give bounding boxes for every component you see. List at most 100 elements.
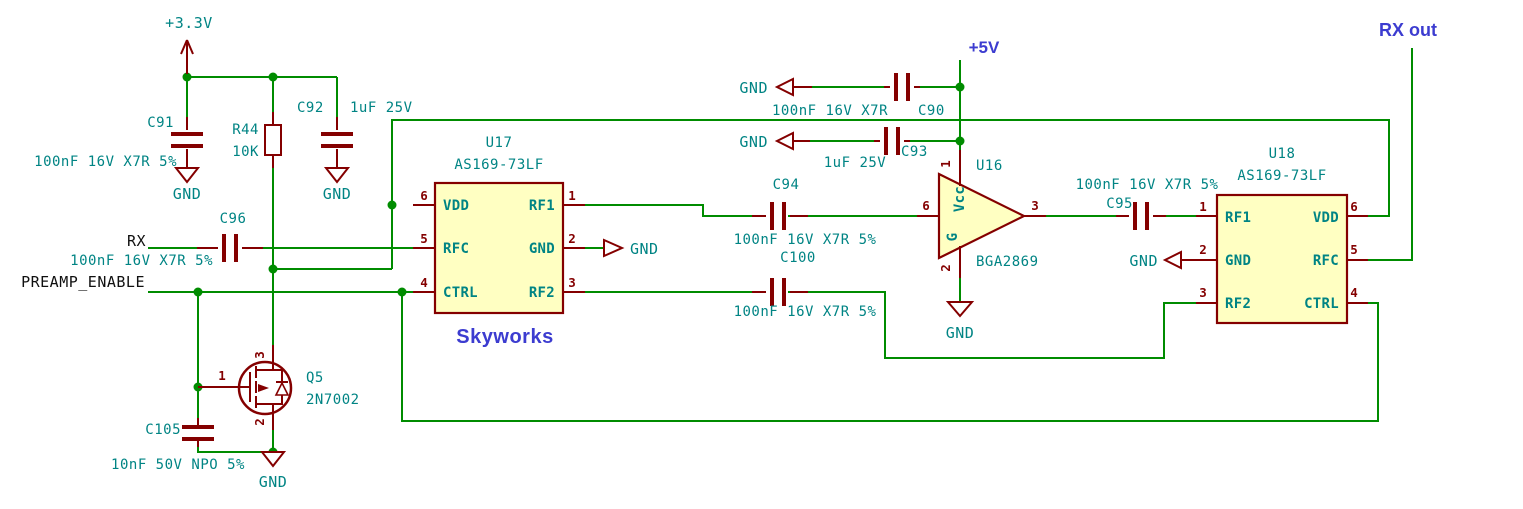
u17-gnd-flag-label: GND <box>630 240 659 258</box>
c93-value: 1uF 25V <box>824 155 887 171</box>
c105-ref: C105 <box>145 422 181 438</box>
power-arrow-3v3-icon <box>180 39 194 74</box>
u18-pin-name: GND <box>1225 253 1251 269</box>
wire-rfc-to-rxout[interactable] <box>1368 48 1413 261</box>
u17-manufacturer-note: Skyworks <box>456 326 553 348</box>
u18-pin-num: 2 <box>1199 242 1207 257</box>
c90-value: 100nF 16V X7R <box>772 103 888 119</box>
gnd-flag-u17-pin2[interactable]: GND <box>603 238 659 258</box>
junction-dot <box>268 264 278 274</box>
capacitor-c95[interactable]: 100nF 16V X7R 5% C95 <box>1076 177 1219 230</box>
u17-ref: U17 <box>486 135 513 151</box>
c92-plates <box>321 132 353 148</box>
u16-pin-gnd-name: G <box>945 233 961 242</box>
c96-ref: C96 <box>220 211 247 227</box>
r44-body <box>264 124 282 156</box>
gnd-flag-icon <box>1162 250 1182 270</box>
u18-pin-name: RF1 <box>1225 210 1251 226</box>
wire-rf1-run[interactable] <box>585 204 752 217</box>
junction-dot <box>955 82 965 92</box>
c95-plates <box>1133 202 1149 230</box>
power-label-5v[interactable]: +5V <box>969 38 1000 57</box>
u16-pin-vcc-num: 1 <box>938 160 953 168</box>
capacitor-c96[interactable]: C96 100nF 16V X7R 5% <box>70 211 263 269</box>
gnd-flag-icon <box>603 238 625 258</box>
c94-value: 100nF 16V X7R 5% <box>734 232 877 248</box>
gnd-symbol-icon <box>173 167 201 184</box>
c105-plates <box>182 425 214 441</box>
u18-pin-stubs <box>1196 215 1368 304</box>
ic-u17[interactable]: U17 AS169-73LF 6 5 4 1 2 3 VDD RFC CTRL … <box>413 135 585 348</box>
wire-vdd-top-run[interactable] <box>391 119 1390 269</box>
u17-pin-num: 4 <box>420 275 428 290</box>
c100-ref: C100 <box>780 250 816 266</box>
r44-value: 10K <box>232 144 259 160</box>
resistor-r44[interactable]: R44 10K <box>232 112 282 168</box>
c96-plates <box>222 234 238 262</box>
gnd-symbol-icon <box>945 301 975 318</box>
c94-ref: C94 <box>773 177 800 193</box>
capacitor-c91[interactable]: C91 100nF 16V X7R 5% GND <box>34 115 203 203</box>
q5-value: 2N7002 <box>306 392 360 408</box>
gnd-flag-u18-pin2[interactable]: GND <box>1129 250 1196 270</box>
wire-ctrl-loop[interactable] <box>401 292 1379 422</box>
power-port-3v3[interactable]: +3.3V <box>165 14 213 74</box>
c105-value: 10nF 50V NPO 5% <box>111 457 245 473</box>
u18-pin-name: CTRL <box>1304 296 1339 312</box>
c95-value: 100nF 16V X7R 5% <box>1076 177 1219 193</box>
wire-c100-to-u18-rf2[interactable] <box>788 291 1196 359</box>
capacitor-c100[interactable]: C100 100nF 16V X7R 5% <box>734 250 877 320</box>
c90-ref: C90 <box>918 103 945 119</box>
u17-pin-name: CTRL <box>443 285 478 301</box>
u18-gnd-flag-label: GND <box>1129 252 1158 270</box>
q5-body-diode-icon <box>274 381 290 396</box>
c93-ref: C93 <box>901 144 928 160</box>
wires[interactable] <box>148 48 1413 453</box>
power-label-3v3: +3.3V <box>165 14 213 32</box>
capacitor-c94[interactable]: C94 100nF 16V X7R 5% <box>734 177 877 248</box>
c95-ref: C95 <box>1106 196 1133 212</box>
c90-plates <box>894 73 910 101</box>
gnd-flag-icon <box>774 131 794 151</box>
gnd-symbol-icon <box>259 451 287 468</box>
capacitor-c93[interactable]: 1uF 25V C93 <box>824 127 928 171</box>
q5-pin-gate-num: 1 <box>218 368 226 383</box>
wire-c105-gnd-link[interactable] <box>197 447 273 453</box>
capacitor-c105[interactable]: C105 10nF 50V NPO 5% GND <box>111 418 287 491</box>
r44-ref: R44 <box>232 122 259 138</box>
capacitor-c92[interactable]: C92 1uF 25V GND <box>297 100 413 203</box>
q5-drain-pin <box>256 345 283 382</box>
u18-pin-num: 4 <box>1350 285 1358 300</box>
amplifier-u16[interactable]: 1 6 3 2 Vcc G U16 BGA2869 GND <box>917 150 1046 342</box>
junction-dot <box>387 200 397 210</box>
gnd-flag-c90[interactable]: GND <box>739 77 812 97</box>
c92-value: 1uF 25V <box>350 100 413 116</box>
c91-plates <box>171 132 203 148</box>
u16-ref: U16 <box>976 158 1003 174</box>
junction-dot <box>193 287 203 297</box>
gnd-flag-c93[interactable]: GND <box>739 131 810 151</box>
u18-body[interactable] <box>1215 193 1349 325</box>
net-label-rx-out[interactable]: RX out <box>1379 20 1437 40</box>
u17-pin-name: RF1 <box>529 198 555 214</box>
u18-pin-num: 5 <box>1350 242 1358 257</box>
net-label-preamp-enable[interactable]: PREAMP_ENABLE <box>21 273 145 291</box>
u16-pin-out-num: 3 <box>1031 198 1039 213</box>
u17-pin-num: 5 <box>420 231 428 246</box>
u16-gnd-label: GND <box>946 324 975 342</box>
c100-value: 100nF 16V X7R 5% <box>734 304 877 320</box>
u17-body[interactable] <box>433 181 565 315</box>
u16-pin-vcc-name: Vcc <box>952 186 968 212</box>
u18-pin-name: VDD <box>1313 210 1339 226</box>
u16-pin-stubs <box>917 150 1046 278</box>
c91-ref: C91 <box>147 115 174 131</box>
ic-u18[interactable]: U18 AS169-73LF 1 2 3 6 5 4 RF1 GND RF2 V… <box>1196 146 1368 325</box>
u16-pin-gnd-num: 2 <box>938 264 953 272</box>
net-label-rx[interactable]: RX <box>127 232 146 250</box>
gnd-symbol-icon <box>323 167 351 184</box>
u17-pin-name: RF2 <box>529 285 555 301</box>
q5-source-pin <box>256 395 283 430</box>
mosfet-q5[interactable]: 1 3 2 Q5 2N7002 <box>198 345 360 430</box>
capacitor-c90[interactable]: 100nF 16V X7R C90 <box>772 73 945 119</box>
